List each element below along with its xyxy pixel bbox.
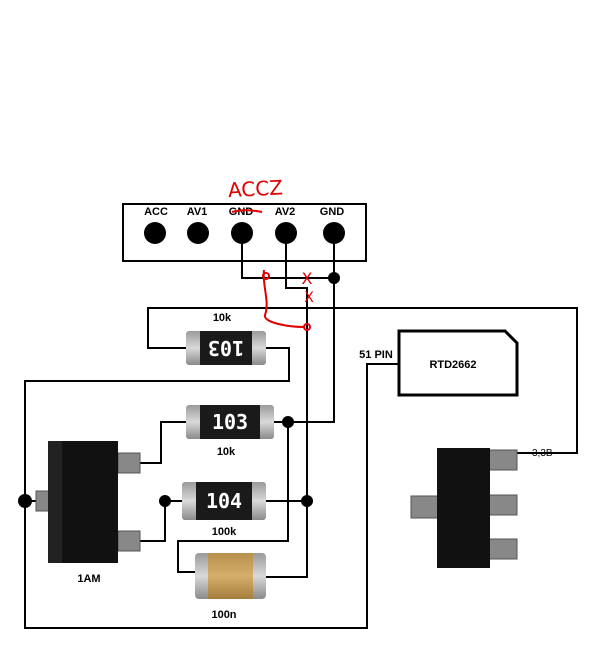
annotation-dot-bottom	[303, 323, 311, 331]
wires	[24, 244, 578, 629]
q-lead-left	[35, 490, 51, 512]
transistor: 1AM	[35, 441, 141, 585]
connector-pin-label-av2: AV2	[275, 206, 296, 218]
connector-pin-gnd-1	[231, 222, 253, 244]
wire-top-loop	[147, 307, 578, 454]
wire-q-to-r3	[140, 500, 182, 542]
junction-dot	[301, 495, 313, 507]
annotation-dot-top	[262, 272, 270, 280]
r2-body	[200, 405, 260, 439]
r1-cap-right	[250, 331, 266, 365]
connector-pin-label-acc: ACC	[144, 206, 168, 218]
reg-lead-mid	[488, 494, 518, 516]
wire-av2	[285, 244, 308, 501]
r3-label: 100k	[212, 526, 237, 538]
reg-lead-left	[410, 495, 440, 519]
annotation-text: ACCZ	[227, 175, 283, 202]
annotation-x-bottom: X	[304, 290, 314, 306]
reg-body	[437, 448, 490, 568]
annotation-wire	[262, 269, 305, 328]
r2-label: 10k	[217, 446, 236, 458]
wire-r2-to-q	[140, 421, 188, 464]
q-body	[62, 441, 118, 563]
r1-body	[200, 331, 252, 365]
r3-cap-right	[250, 482, 266, 520]
reg-lead-top	[488, 449, 518, 471]
connector-pin-acc	[144, 222, 166, 244]
connector-pin-gnd-2	[323, 222, 345, 244]
ic-label: RTD2662	[429, 359, 476, 371]
annotation-underline	[231, 209, 263, 213]
r1-code: 103	[208, 336, 244, 360]
ic-body	[397, 329, 519, 397]
annotation: ACCZ X X	[227, 175, 314, 331]
wire-cap-right	[266, 501, 308, 578]
wire-gnd2-down	[288, 244, 335, 423]
cap-label: 100n	[211, 609, 236, 621]
junction-dot	[159, 495, 171, 507]
r3-code: 104	[206, 489, 242, 513]
junction-dot	[18, 494, 32, 508]
cap-body	[208, 553, 253, 599]
q-lead-bottom	[117, 530, 141, 552]
r1-label: 10k	[213, 312, 232, 324]
reg-lead-bottom	[488, 538, 518, 560]
q-label: 1AM	[77, 573, 100, 585]
junction-dot	[282, 416, 294, 428]
reg-label: 3,3B	[532, 448, 553, 459]
connector-pin-label-gnd-1: GND	[229, 206, 254, 218]
connector-pin-label-av1: AV1	[187, 206, 208, 218]
r1-cap-left	[186, 331, 202, 365]
regulator: 3,3B	[410, 448, 553, 568]
q-body-edge	[48, 441, 62, 563]
ic-pin-label: 51 PIN	[359, 349, 393, 361]
r3-cap-left	[182, 482, 198, 520]
r2-cap-right	[258, 405, 274, 439]
resistor-r2: 103 10k	[186, 405, 274, 458]
r2-cap-left	[186, 405, 202, 439]
capacitor: 100n	[195, 553, 266, 621]
r3-body	[196, 482, 252, 520]
connector-pin-av2	[275, 222, 297, 244]
connector: ACC AV1 GND AV2 GND	[122, 203, 367, 262]
junction-dot	[328, 272, 340, 284]
cap-end-left	[195, 553, 211, 599]
resistor-r3: 104 100k	[182, 482, 266, 538]
annotation-x-top: X	[302, 269, 313, 288]
ic: RTD2662 51 PIN	[359, 329, 519, 397]
r2-code: 103	[212, 410, 248, 434]
wire-gnd-bus	[241, 244, 334, 279]
connector-pin-av1	[187, 222, 209, 244]
junctions	[18, 272, 340, 508]
cap-end-right	[250, 553, 266, 599]
connector-pin-label-gnd-2: GND	[320, 206, 345, 218]
resistor-r1: 103 10k	[186, 312, 266, 365]
q-lead-top	[117, 452, 141, 474]
